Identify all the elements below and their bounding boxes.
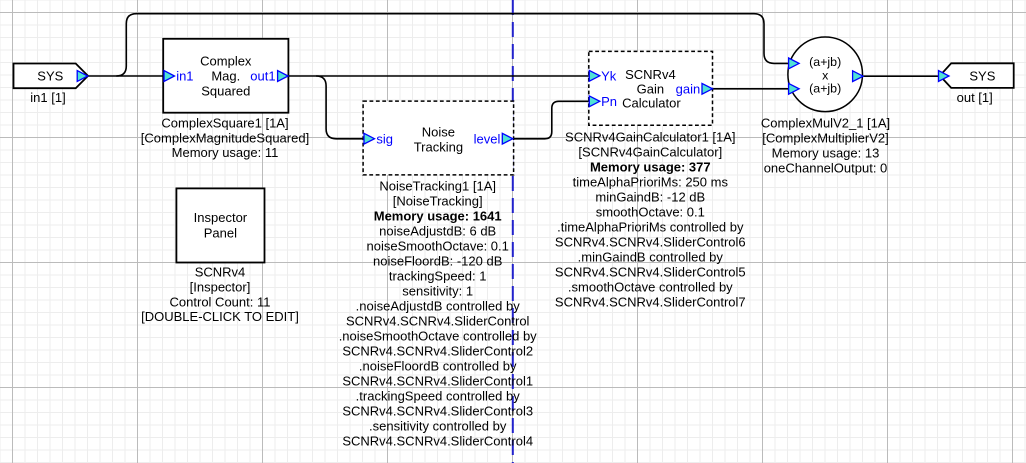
svg-text:.minGaindB controlled by: .minGaindB controlled by <box>578 250 724 265</box>
svg-text:[ComplexMagnitudeSquared]: [ComplexMagnitudeSquared] <box>141 130 309 145</box>
svg-text:out1: out1 <box>250 69 275 84</box>
svg-text:x: x <box>822 68 829 82</box>
svg-text:SCNRv4.SCNRv4.SliderControl: SCNRv4.SCNRv4.SliderControl <box>346 314 530 329</box>
svg-text:SCNRv4.SCNRv4.SliderControl1: SCNRv4.SCNRv4.SliderControl1 <box>342 374 533 389</box>
svg-text:level: level <box>474 131 501 146</box>
svg-text:SCNRv4.SCNRv4.SliderControl4: SCNRv4.SCNRv4.SliderControl4 <box>342 434 533 449</box>
svg-text:[Inspector]: [Inspector] <box>190 280 251 295</box>
svg-text:Memory usage: 1641: Memory usage: 1641 <box>374 209 502 224</box>
svg-text:SCNRv4.SCNRv4.SliderControl7: SCNRv4.SCNRv4.SliderControl7 <box>555 295 746 310</box>
svg-text:Noise: Noise <box>422 124 455 139</box>
svg-text:.noiseSmoothOctave controlled: .noiseSmoothOctave controlled by <box>339 329 537 344</box>
svg-text:.noiseFloordB controlled by: .noiseFloordB controlled by <box>359 359 517 374</box>
svg-text:SCNRv4.SCNRv4.SliderControl3: SCNRv4.SCNRv4.SliderControl3 <box>342 404 533 419</box>
svg-text:Memory usage: 377: Memory usage: 377 <box>590 160 711 175</box>
svg-text:[NoiseTracking]: [NoiseTracking] <box>393 194 483 209</box>
svg-text:noiseAdjustdB: 6 dB: noiseAdjustdB: 6 dB <box>379 224 496 239</box>
svg-text:SCNRv4: SCNRv4 <box>195 265 246 280</box>
svg-text:SYS: SYS <box>37 69 63 84</box>
svg-text:(a+jb): (a+jb) <box>809 81 841 95</box>
svg-text:[DOUBLE-CLICK TO EDIT]: [DOUBLE-CLICK TO EDIT] <box>141 309 299 324</box>
svg-text:Memory usage: 13: Memory usage: 13 <box>772 145 880 160</box>
svg-text:smoothOctave: 0.1: smoothOctave: 0.1 <box>596 205 705 220</box>
svg-text:out [1]: out [1] <box>957 90 993 105</box>
svg-text:SYS: SYS <box>969 69 995 84</box>
svg-text:in1 [1]: in1 [1] <box>30 90 65 105</box>
svg-text:Pn: Pn <box>601 94 617 109</box>
svg-text:Control Count: 11: Control Count: 11 <box>170 294 271 309</box>
svg-text:noiseFloordB: -120 dB: noiseFloordB: -120 dB <box>373 254 502 269</box>
svg-text:Complex: Complex <box>200 53 252 68</box>
svg-text:SCNRv4GainCalculator1 [1A]: SCNRv4GainCalculator1 [1A] <box>565 130 736 145</box>
svg-text:minGaindB: -12 dB: minGaindB: -12 dB <box>595 190 705 205</box>
svg-text:noiseSmoothOctave: 0.1: noiseSmoothOctave: 0.1 <box>367 239 509 254</box>
svg-text:.noiseAdjustdB controlled by: .noiseAdjustdB controlled by <box>356 299 521 314</box>
svg-text:SCNRv4: SCNRv4 <box>625 67 676 82</box>
svg-text:.trackingSpeed controlled by: .trackingSpeed controlled by <box>356 389 521 404</box>
svg-text:in1: in1 <box>176 69 193 84</box>
svg-text:[ComplexMultiplierV2]: [ComplexMultiplierV2] <box>762 130 888 145</box>
svg-text:Mag.: Mag. <box>211 68 240 83</box>
svg-text:sig: sig <box>376 131 393 146</box>
svg-text:Yk: Yk <box>601 69 617 84</box>
svg-text:Gain: Gain <box>637 82 664 97</box>
svg-text:ComplexSquare1 [1A]: ComplexSquare1 [1A] <box>161 116 288 131</box>
svg-text:Tracking: Tracking <box>414 140 463 155</box>
svg-text:Calculator: Calculator <box>622 95 681 110</box>
svg-text:NoiseTracking1 [1A]: NoiseTracking1 [1A] <box>379 179 496 194</box>
svg-text:.smoothOctave controlled by: .smoothOctave controlled by <box>568 280 733 295</box>
svg-text:Inspector: Inspector <box>194 210 248 225</box>
svg-text:[SCNRv4GainCalculator]: [SCNRv4GainCalculator] <box>578 145 722 160</box>
svg-text:SCNRv4.SCNRv4.SliderControl2: SCNRv4.SCNRv4.SliderControl2 <box>342 344 533 359</box>
svg-text:.timeAlphaPrioriMs controlled: .timeAlphaPrioriMs controlled by <box>557 220 744 235</box>
svg-text:(a+jb): (a+jb) <box>809 55 841 69</box>
svg-text:oneChannelOutput: 0: oneChannelOutput: 0 <box>764 160 888 175</box>
svg-text:ComplexMulV2_1 [1A]: ComplexMulV2_1 [1A] <box>761 115 890 130</box>
svg-text:.sensitivity controlled by: .sensitivity controlled by <box>369 419 507 434</box>
svg-text:Memory usage: 11: Memory usage: 11 <box>172 145 279 160</box>
svg-text:gain: gain <box>676 81 701 96</box>
svg-text:SCNRv4.SCNRv4.SliderControl5: SCNRv4.SCNRv4.SliderControl5 <box>555 265 746 280</box>
svg-text:Squared: Squared <box>201 83 250 98</box>
svg-text:SCNRv4.SCNRv4.SliderControl6: SCNRv4.SCNRv4.SliderControl6 <box>555 235 746 250</box>
svg-text:trackingSpeed: 1: trackingSpeed: 1 <box>389 269 487 284</box>
svg-text:sensitivity: 1: sensitivity: 1 <box>402 284 473 299</box>
svg-text:Panel: Panel <box>204 225 237 240</box>
svg-text:timeAlphaPrioriMs: 250 ms: timeAlphaPrioriMs: 250 ms <box>573 175 729 190</box>
